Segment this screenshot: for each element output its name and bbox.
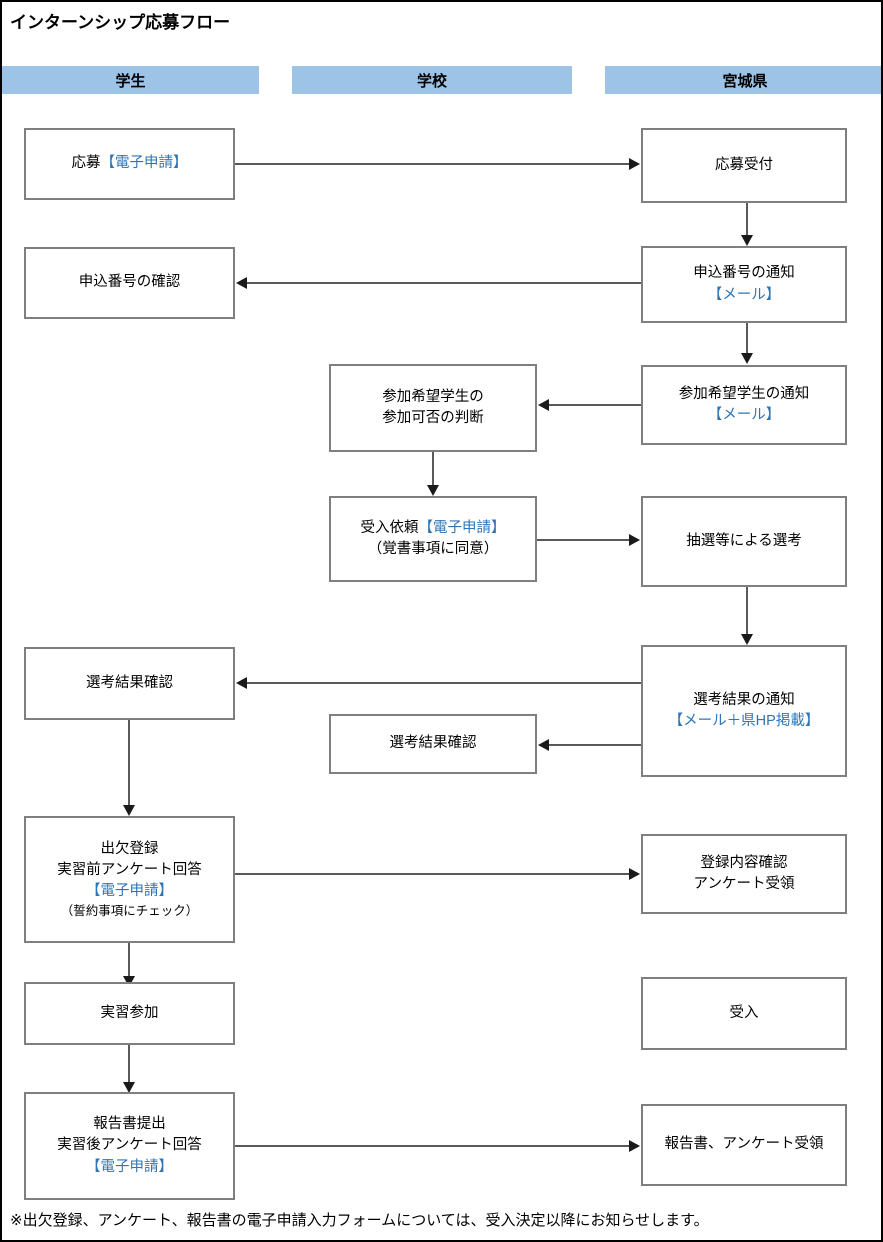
node-notify-selection-result-line-1: 選考結果の通知 bbox=[693, 691, 795, 708]
node-apply-line-1: 応募【電子申請】 bbox=[71, 155, 188, 172]
node-submit-report-line-3: 【電子申請】 bbox=[86, 1158, 173, 1175]
node-attendance-registration-line-3: 【電子申請】 bbox=[86, 882, 173, 899]
page-title: インターンシップ応募フロー bbox=[10, 13, 231, 32]
node-acceptance-request-line-2: （覚書事項に同意） bbox=[367, 541, 499, 557]
connector-notify-to-confirm bbox=[247, 282, 641, 284]
arrowhead-apply-to-receive bbox=[629, 158, 640, 170]
node-accept-students-line-1: 受入 bbox=[729, 1004, 759, 1021]
node-attendance-registration-line-2: 実習前アンケート回答 bbox=[57, 861, 202, 878]
node-acceptance-request[interactable]: 受入依頼【電子申請】 （覚書事項に同意） bbox=[329, 496, 537, 582]
node-receive-application[interactable]: 応募受付 bbox=[641, 128, 847, 203]
connector-request-to-selection bbox=[537, 539, 629, 541]
node-selection-by-lottery-line-1: 抽選等による選考 bbox=[686, 532, 802, 549]
arrowhead-student-result-to-attendance bbox=[123, 805, 135, 816]
arrowhead-request-to-selection bbox=[629, 534, 640, 546]
arrowhead-selection-to-notify-result bbox=[741, 634, 753, 645]
node-submit-report-line-1: 報告書提出 bbox=[93, 1116, 166, 1133]
node-join-training[interactable]: 実習参加 bbox=[24, 982, 235, 1045]
node-receive-report-line-1: 報告書、アンケート受領 bbox=[664, 1136, 824, 1153]
connector-training-to-report bbox=[128, 1045, 130, 1082]
node-apply[interactable]: 応募【電子申請】 bbox=[24, 128, 235, 200]
node-acceptance-request-line-1: 受入依頼【電子申請】 bbox=[360, 519, 506, 536]
connector-result-to-student bbox=[247, 682, 641, 684]
node-judge-participation[interactable]: 参加希望学生の 参加可否の判断 bbox=[329, 364, 537, 452]
node-attendance-registration[interactable]: 出欠登録 実習前アンケート回答 【電子申請】 （誓約事項にチェック） bbox=[24, 816, 235, 943]
arrowhead-attendance-to-training bbox=[123, 976, 135, 987]
node-student-check-result[interactable]: 選考結果確認 bbox=[24, 647, 235, 720]
node-join-training-line-1: 実習参加 bbox=[100, 1004, 159, 1021]
node-judge-participation-line-2: 参加可否の判断 bbox=[382, 410, 484, 426]
lane-header-pref: 宮城県 bbox=[605, 66, 881, 94]
arrowhead-report-to-receive bbox=[629, 1140, 640, 1152]
connector-report-to-receive bbox=[235, 1145, 629, 1147]
node-confirm-application-number[interactable]: 申込番号の確認 bbox=[24, 247, 235, 319]
connector-notify-students-to-judge bbox=[549, 404, 641, 406]
lane-header-student: 学生 bbox=[2, 66, 259, 94]
connector-notify-number-to-notify-students bbox=[746, 323, 748, 353]
node-receive-report[interactable]: 報告書、アンケート受領 bbox=[641, 1104, 847, 1186]
node-confirm-registration-line-2: アンケート受領 bbox=[693, 876, 795, 892]
connector-receive-to-notify bbox=[746, 202, 748, 235]
node-notify-applicant-students-line-1: 参加希望学生の通知 bbox=[678, 385, 810, 402]
connector-attendance-to-confirm bbox=[235, 873, 629, 875]
node-selection-by-lottery[interactable]: 抽選等による選考 bbox=[641, 496, 847, 587]
node-school-check-result[interactable]: 選考結果確認 bbox=[329, 714, 537, 774]
arrowhead-receive-to-notify bbox=[741, 235, 753, 246]
footnote-text: ※出欠登録、アンケート、報告書の電子申請入力フォームについては、受入決定以降にお… bbox=[10, 1212, 709, 1229]
arrowhead-notify-students-to-judge bbox=[538, 399, 549, 411]
node-confirm-registration[interactable]: 登録内容確認 アンケート受領 bbox=[641, 834, 847, 914]
node-notify-application-number[interactable]: 申込番号の通知 【メール】 bbox=[641, 246, 847, 323]
node-receive-application-line-1: 応募受付 bbox=[715, 156, 773, 173]
arrowhead-notify-to-confirm bbox=[236, 277, 247, 289]
node-accept-students[interactable]: 受入 bbox=[641, 977, 847, 1050]
node-school-check-result-line-1: 選考結果確認 bbox=[389, 735, 477, 752]
connector-apply-to-receive bbox=[235, 163, 629, 165]
node-notify-selection-result-line-2: 【メール＋県HP掲載】 bbox=[668, 713, 820, 729]
arrowhead-notify-number-to-notify-students bbox=[741, 353, 753, 364]
connector-student-result-to-attendance bbox=[128, 720, 130, 805]
node-judge-participation-line-1: 参加希望学生の bbox=[382, 388, 484, 405]
node-submit-report-line-2: 実習後アンケート回答 bbox=[57, 1137, 202, 1154]
connector-selection-to-notify-result bbox=[746, 587, 748, 634]
node-attendance-registration-line-1: 出欠登録 bbox=[100, 840, 159, 857]
arrowhead-attendance-to-confirm bbox=[629, 868, 640, 880]
arrowhead-result-to-school bbox=[538, 739, 549, 751]
lane-header-school: 学校 bbox=[292, 66, 572, 94]
node-notify-applicant-students[interactable]: 参加希望学生の通知 【メール】 bbox=[641, 365, 847, 445]
arrowhead-judge-to-request bbox=[427, 485, 439, 496]
node-notify-application-number-line-2: 【メール】 bbox=[707, 286, 781, 303]
node-submit-report[interactable]: 報告書提出 実習後アンケート回答 【電子申請】 bbox=[24, 1092, 235, 1200]
node-confirm-application-number-line-1: 申込番号の確認 bbox=[78, 274, 181, 291]
node-notify-application-number-line-1: 申込番号の通知 bbox=[693, 265, 795, 282]
node-student-check-result-line-1: 選考結果確認 bbox=[86, 674, 173, 691]
connector-judge-to-request bbox=[432, 452, 434, 485]
arrowhead-result-to-student bbox=[236, 677, 247, 689]
node-notify-selection-result[interactable]: 選考結果の通知 【メール＋県HP掲載】 bbox=[641, 645, 847, 777]
arrowhead-training-to-report bbox=[123, 1082, 135, 1093]
node-notify-applicant-students-line-2: 【メール】 bbox=[707, 407, 781, 423]
node-confirm-registration-line-1: 登録内容確認 bbox=[700, 854, 788, 871]
connector-attendance-to-training bbox=[128, 943, 130, 976]
connector-result-to-school bbox=[549, 744, 641, 746]
node-attendance-registration-line-4: （誓約事項にチェック） bbox=[60, 903, 199, 918]
